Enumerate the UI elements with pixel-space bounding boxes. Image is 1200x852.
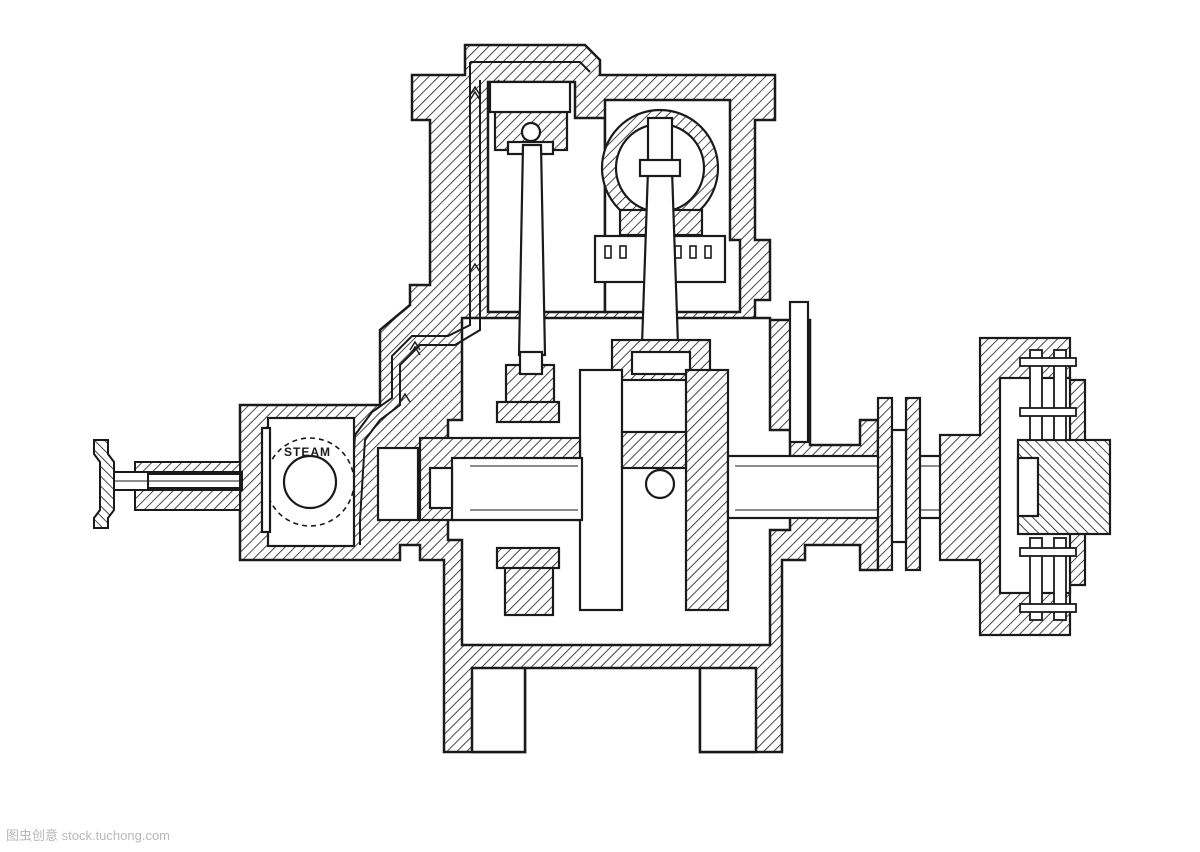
crankshaft [376, 436, 1020, 522]
steam-label: STEAM [284, 445, 331, 459]
throttle-spindle [111, 461, 243, 511]
watermark: 图虫创意 stock.tuchong.com [6, 828, 170, 843]
steam-chest [260, 416, 356, 548]
connecting-rod-main [610, 158, 712, 382]
handwheel-icon [93, 439, 115, 529]
shaft-coupling [938, 336, 1112, 637]
piston [488, 80, 572, 156]
connecting-rod-small [495, 143, 561, 617]
crank-webs [578, 368, 730, 612]
bearing-gland [788, 300, 922, 572]
